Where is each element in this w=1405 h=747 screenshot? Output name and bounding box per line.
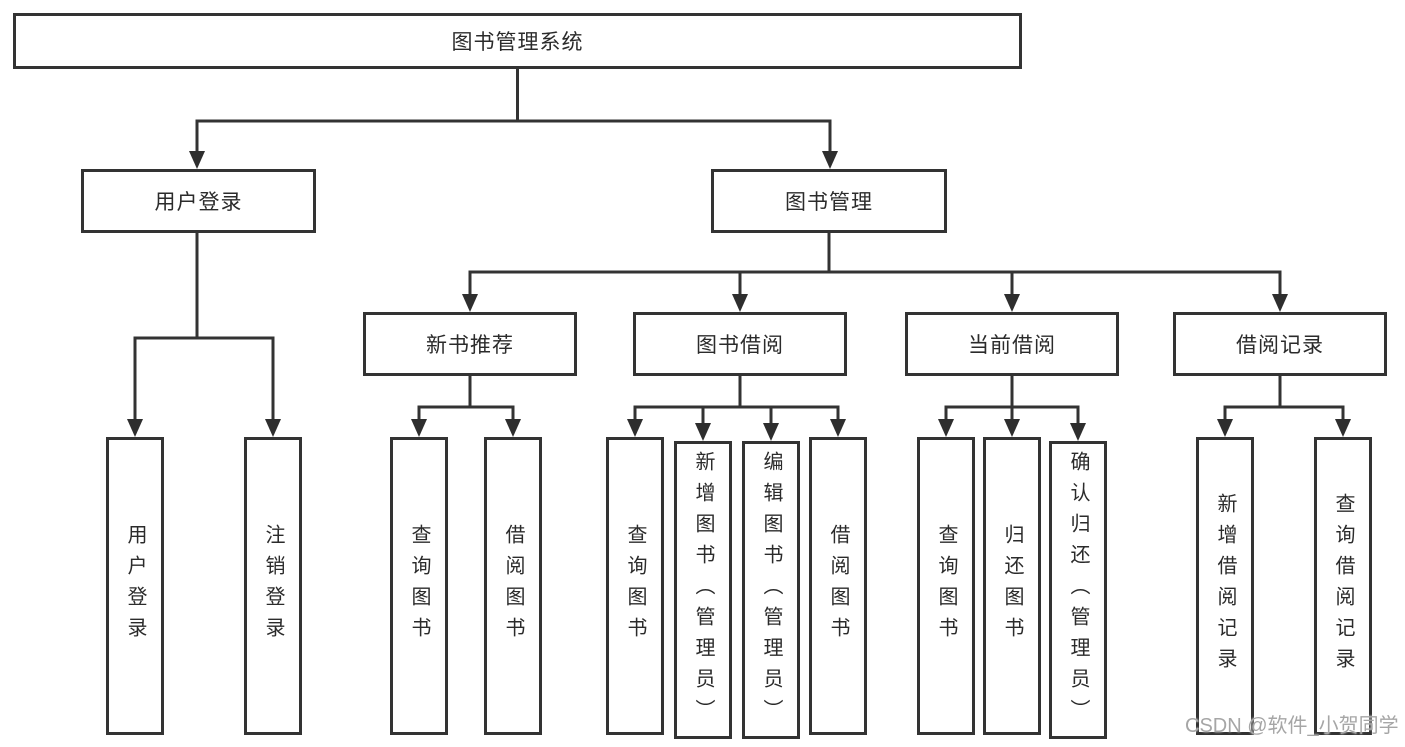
arrow-down-icon xyxy=(1004,294,1020,312)
edge-level3-bracket xyxy=(468,270,1282,299)
leaf-user-login: 用户登录 xyxy=(106,437,164,735)
arrow-down-icon xyxy=(822,151,838,169)
leaf-logout: 注销登录 xyxy=(244,437,302,735)
node-borrowing-records: 借阅记录 xyxy=(1173,312,1387,376)
arrow-down-icon xyxy=(830,419,846,437)
arrow-down-icon xyxy=(265,419,281,437)
node-library-system: 图书管理系统 xyxy=(13,13,1022,69)
leaf-query-borrow-record: 查询借阅记录 xyxy=(1314,437,1372,735)
node-book-management: 图书管理 xyxy=(711,169,947,233)
arrow-down-icon xyxy=(695,423,711,441)
leaf-edit-book-admin: 编辑图书（管理员） xyxy=(742,441,800,739)
arrow-down-icon xyxy=(763,423,779,441)
edge-user-login-bracket xyxy=(133,336,275,424)
arrow-down-icon xyxy=(505,419,521,437)
leaf-query-books-recommend: 查询图书 xyxy=(390,437,448,735)
edge-level2-bracket xyxy=(195,119,832,158)
arrow-down-icon xyxy=(127,419,143,437)
leaf-confirm-return-admin: 确认归还（管理员） xyxy=(1049,441,1107,739)
leaf-borrow-books-borrowing: 借阅图书 xyxy=(809,437,867,735)
arrow-down-icon xyxy=(411,419,427,437)
leaf-query-books-current: 查询图书 xyxy=(917,437,975,735)
edge-recommend-bracket xyxy=(417,405,515,424)
arrow-down-icon xyxy=(1070,423,1086,441)
arrow-down-icon xyxy=(732,294,748,312)
node-user-login: 用户登录 xyxy=(81,169,316,233)
arrowheads xyxy=(127,151,1351,441)
watermark: CSDN @软件_小贺同学 xyxy=(1185,715,1399,737)
arrow-down-icon xyxy=(1004,419,1020,437)
leaf-add-book-admin: 新增图书（管理员） xyxy=(674,441,732,739)
edge-current-bracket xyxy=(944,405,1080,428)
arrow-down-icon xyxy=(627,419,643,437)
node-book-borrowing: 图书借阅 xyxy=(633,312,847,376)
edge-borrowing-bracket xyxy=(633,405,840,424)
node-current-borrowing: 当前借阅 xyxy=(905,312,1119,376)
arrow-down-icon xyxy=(938,419,954,437)
leaf-query-books-borrowing: 查询图书 xyxy=(606,437,664,735)
node-new-book-recommendation: 新书推荐 xyxy=(363,312,577,376)
leaf-return-books: 归还图书 xyxy=(983,437,1041,735)
arrow-down-icon xyxy=(1335,419,1351,437)
arrow-down-icon xyxy=(1217,419,1233,437)
leaf-add-borrow-record: 新增借阅记录 xyxy=(1196,437,1254,735)
arrow-down-icon xyxy=(1272,294,1288,312)
arrow-down-icon xyxy=(189,151,205,169)
arrow-down-icon xyxy=(462,294,478,312)
leaf-borrow-books-recommend: 借阅图书 xyxy=(484,437,542,735)
edge-records-bracket xyxy=(1223,405,1345,424)
